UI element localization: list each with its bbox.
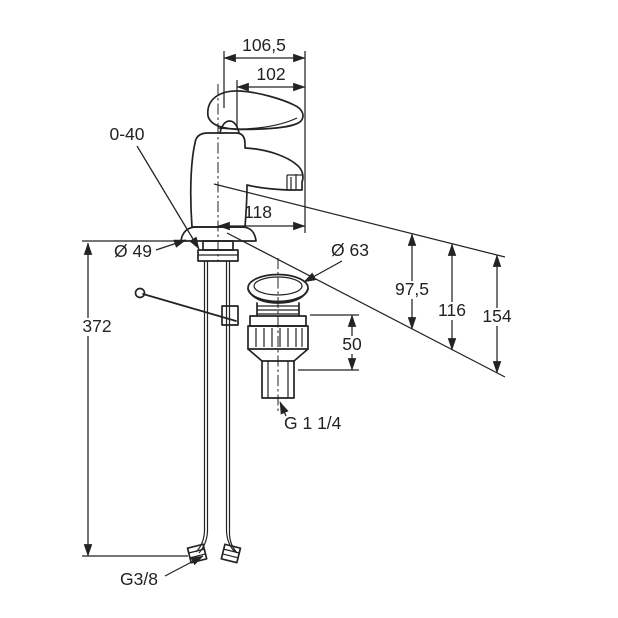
leader-line-dia49	[155, 239, 187, 251]
hose-connector-right	[220, 543, 242, 564]
dim-116-label: 116	[438, 300, 466, 320]
drain-taper-right	[293, 348, 309, 362]
drain-clamp-nut	[247, 325, 309, 350]
drain-dome-inner	[253, 276, 303, 296]
dim-97-5-label: 97,5	[395, 279, 429, 299]
drain-tailpiece	[261, 360, 295, 399]
drain-dome	[247, 273, 309, 303]
cartridge-dome	[219, 120, 240, 134]
faucet-handle	[207, 90, 304, 131]
dim-372-label: 372	[82, 316, 111, 336]
dim-dia63-label: Ø 63	[331, 240, 369, 260]
label-halo	[77, 318, 118, 336]
hose-connector-left	[186, 543, 208, 564]
drain-dome-base	[247, 288, 309, 304]
connector-line	[223, 548, 240, 554]
rod-connector	[221, 305, 239, 326]
hose-bend-right	[225, 530, 236, 553]
drain-valve	[247, 273, 309, 399]
connector-line	[189, 553, 206, 559]
pop-up-pull-rod	[142, 293, 237, 322]
drain-taper-left	[247, 348, 263, 362]
dim-154-label: 154	[482, 306, 511, 326]
leader-line-dia63	[303, 260, 343, 283]
dim-118-label: 118	[244, 202, 272, 222]
clamp-knurl	[255, 328, 303, 347]
connector-line	[222, 553, 239, 559]
diagonal-extension-top	[213, 183, 506, 258]
dim-106-5-label: 106,5	[242, 35, 286, 55]
dim-dia49-label: Ø 49	[114, 241, 152, 261]
label-halo	[389, 281, 435, 299]
diagonal-extension-bottom	[226, 232, 506, 378]
connector-nut	[186, 543, 208, 564]
leader-line-0-40	[136, 145, 200, 250]
dim-102-label: 102	[256, 64, 285, 84]
connector-nut	[220, 543, 242, 564]
thread-g1-1-4-label: G 1 1/4	[284, 413, 342, 433]
connector-line	[188, 548, 205, 554]
dim-50-label: 50	[342, 334, 362, 354]
label-halo	[434, 302, 470, 320]
thread-g3-8-label: G3/8	[120, 569, 158, 589]
label-halo	[479, 308, 516, 326]
supply-hoses	[134, 261, 242, 564]
faucet-outline	[180, 90, 304, 262]
dim-0-40-label: 0-40	[109, 124, 144, 144]
rod-ball-end	[134, 287, 146, 299]
leader-line-g38	[164, 555, 204, 577]
faucet-body-spout	[189, 132, 304, 228]
label-halo	[338, 336, 366, 354]
hose-bend-left	[198, 530, 209, 554]
leader-line-g114	[279, 401, 289, 417]
handle-detail-line	[217, 117, 298, 130]
